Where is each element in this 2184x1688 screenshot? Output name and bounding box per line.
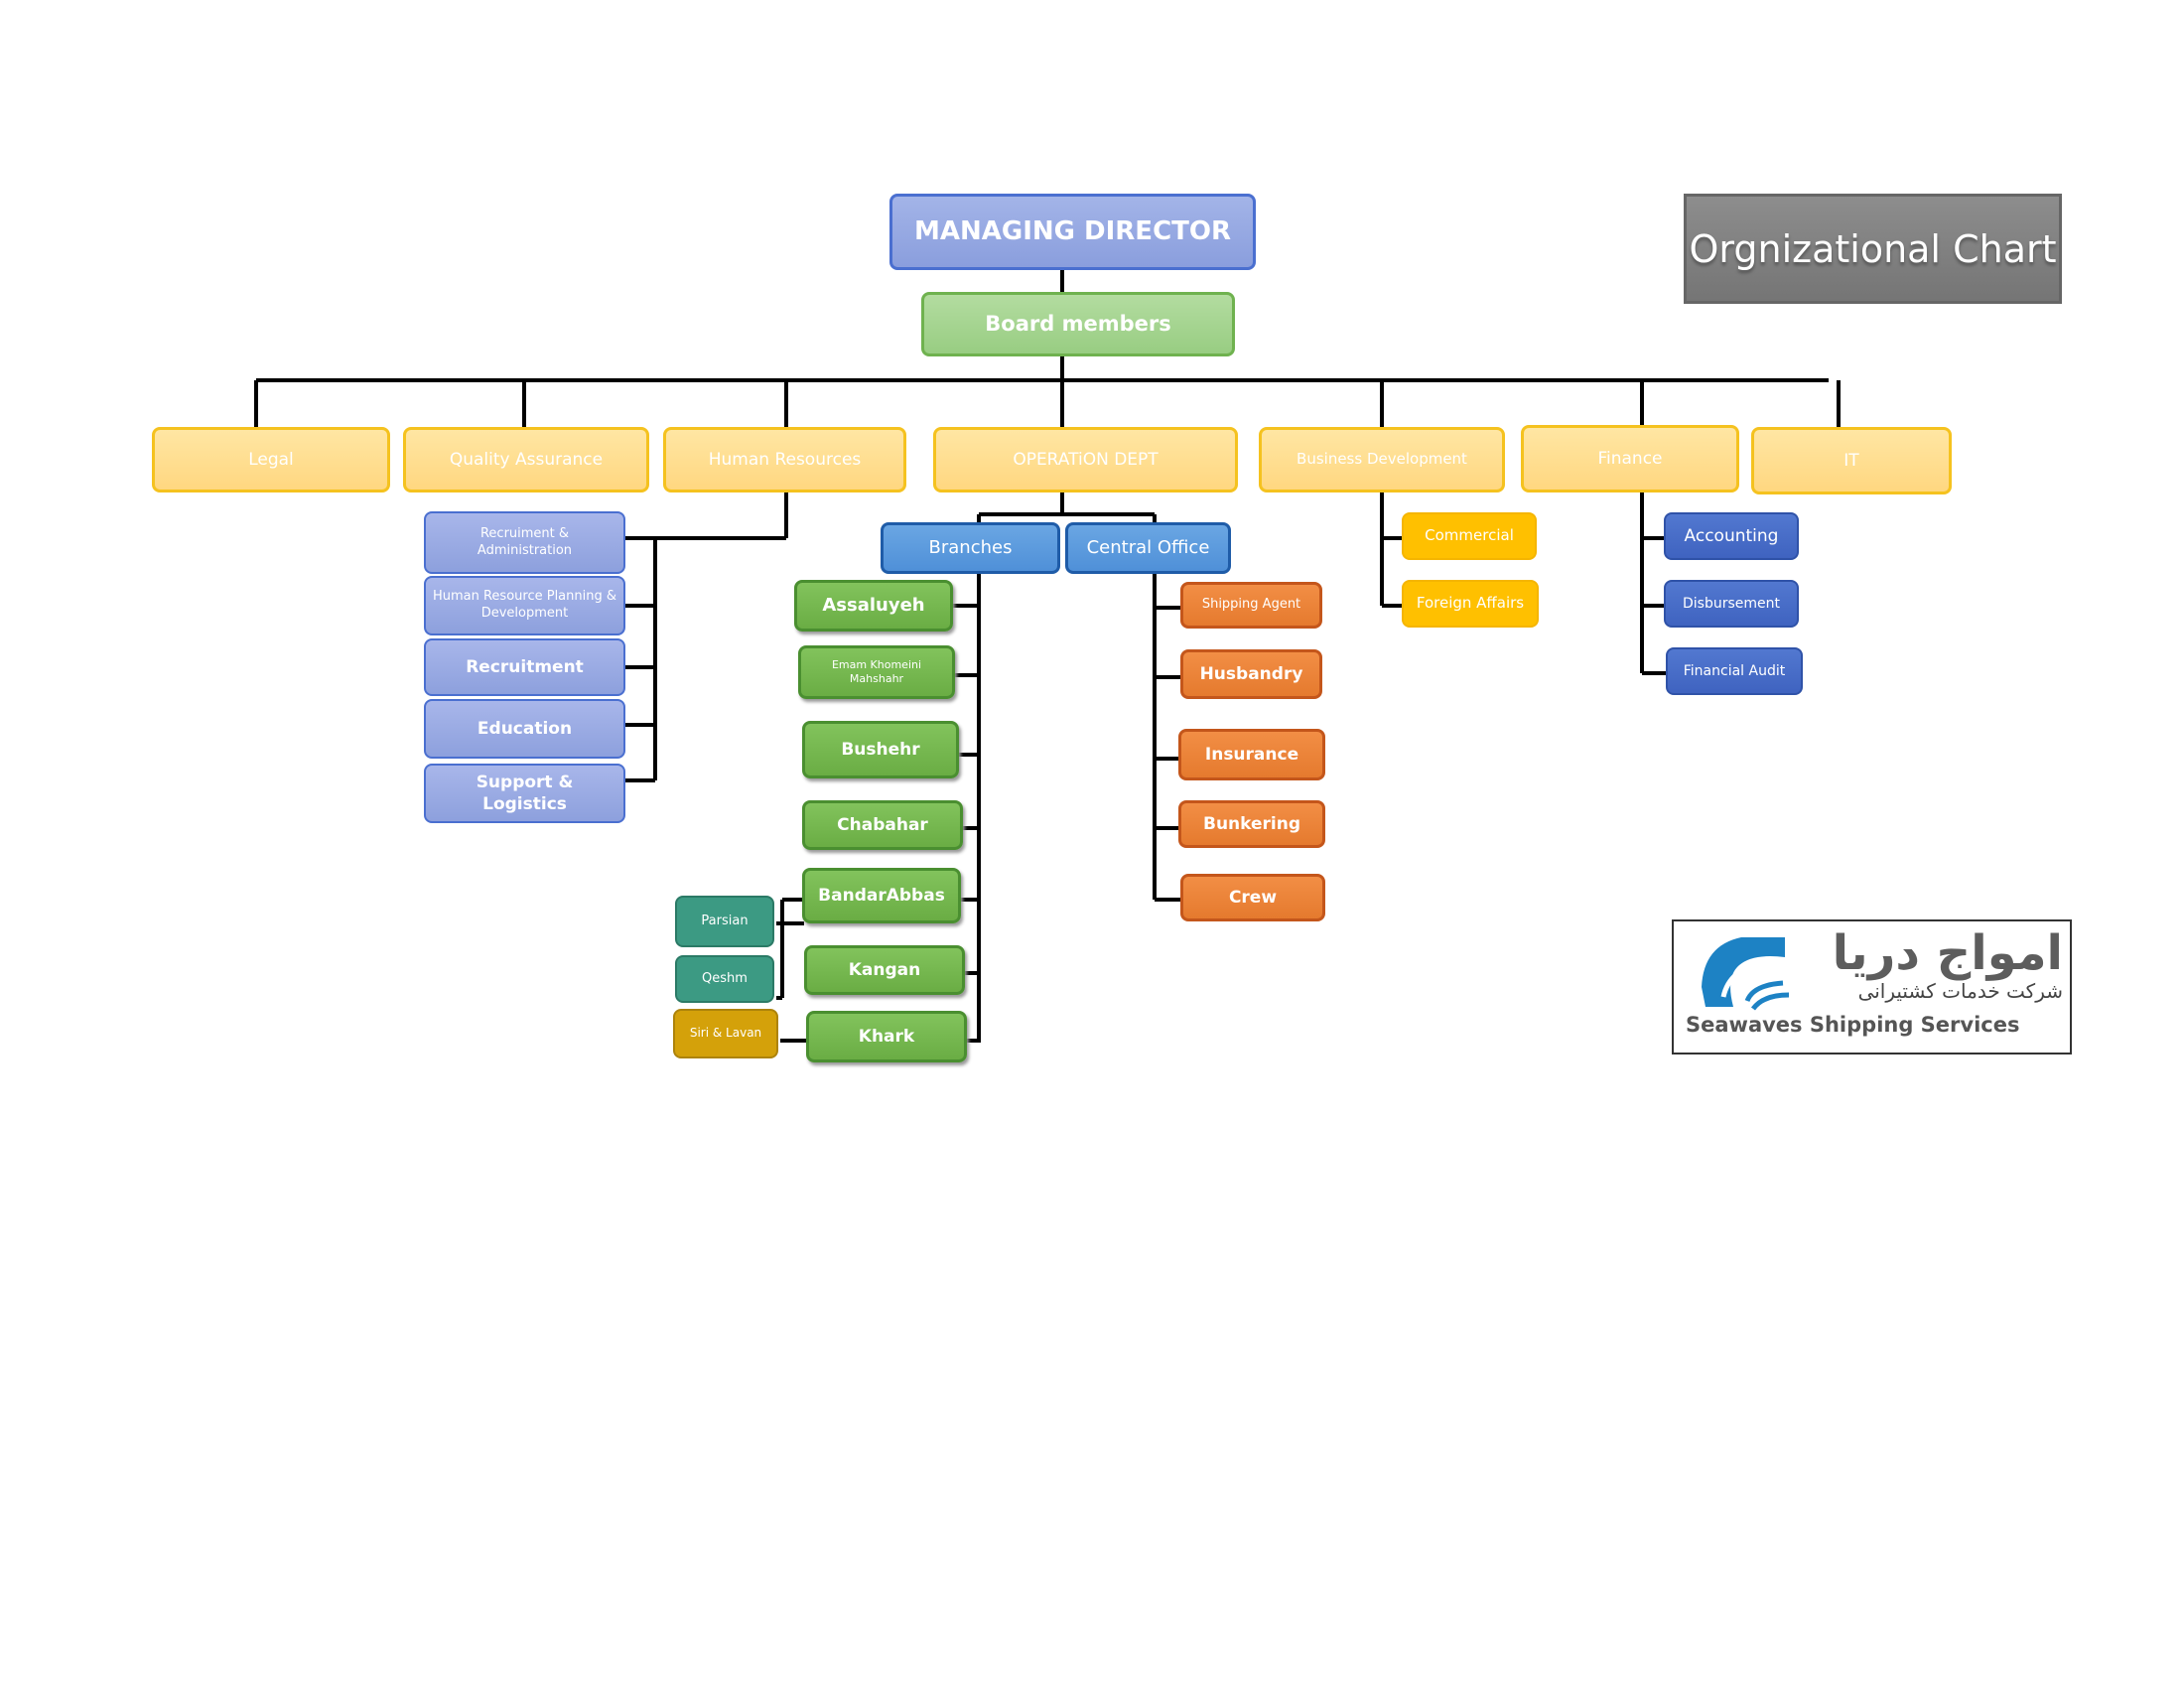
subbranch-qeshm-label: Qeshm bbox=[702, 970, 748, 986]
finance-accounting[interactable]: Accounting bbox=[1664, 512, 1799, 560]
bizdev-commercial[interactable]: Commercial bbox=[1402, 512, 1537, 560]
hr-planning-development[interactable]: Human Resource Planning & Development bbox=[424, 576, 625, 635]
branch-assaluyeh[interactable]: Assaluyeh bbox=[794, 580, 953, 632]
bizdev-foreign-label: Foreign Affairs bbox=[1416, 594, 1525, 613]
co-bunkering-label: Bunkering bbox=[1202, 813, 1301, 834]
branch-chabahar-label: Chabahar bbox=[837, 814, 928, 835]
subbranch-siri-label: Siri & Lavan bbox=[689, 1026, 762, 1041]
branch-bandarabbas-label: BandarAbbas bbox=[818, 885, 945, 906]
dept-business-development[interactable]: Business Development bbox=[1259, 427, 1505, 492]
wave-logo-icon bbox=[1702, 937, 1790, 1011]
co-crew[interactable]: Crew bbox=[1180, 874, 1325, 921]
hr-recruiment-administration[interactable]: Recruiment & Administration bbox=[424, 511, 625, 574]
branch-khark-label: Khark bbox=[858, 1026, 915, 1047]
dept-operation-label: OPERATiON DEPT bbox=[1013, 449, 1159, 470]
finance-audit-label: Financial Audit bbox=[1683, 662, 1786, 679]
hr-education[interactable]: Education bbox=[424, 699, 625, 759]
subbranch-qeshm[interactable]: Qeshm bbox=[675, 955, 774, 1003]
subbranch-parsian[interactable]: Parsian bbox=[675, 896, 774, 947]
managing-director-label: MANAGING DIRECTOR bbox=[913, 215, 1232, 246]
dept-human-resources[interactable]: Human Resources bbox=[663, 427, 906, 492]
managing-director-node[interactable]: MANAGING DIRECTOR bbox=[889, 194, 1256, 270]
op-branches[interactable]: Branches bbox=[881, 522, 1060, 574]
branch-emam-label: Emam Khomeini Mahshahr bbox=[831, 657, 922, 685]
subbranch-siri-lavan[interactable]: Siri & Lavan bbox=[673, 1009, 778, 1058]
chart-title: Orgnizational Chart bbox=[1684, 194, 2062, 304]
dept-operation[interactable]: OPERATiON DEPT bbox=[933, 427, 1238, 492]
hr-recruitment-label: Recruitment bbox=[466, 656, 584, 677]
finance-disbursement-label: Disbursement bbox=[1683, 595, 1780, 612]
subbranch-parsian-label: Parsian bbox=[701, 913, 749, 928]
dept-quality-assurance[interactable]: Quality Assurance bbox=[403, 427, 649, 492]
board-members-label: Board members bbox=[985, 311, 1171, 336]
hr-recruitment[interactable]: Recruitment bbox=[424, 638, 625, 696]
co-crew-label: Crew bbox=[1228, 887, 1278, 908]
company-logo: امواج دریا شرکت خدمات کشتیرانی Seawaves … bbox=[1672, 919, 2072, 1055]
co-shipping-agent-label: Shipping Agent bbox=[1201, 597, 1301, 613]
finance-disbursement[interactable]: Disbursement bbox=[1664, 580, 1799, 628]
board-members-node[interactable]: Board members bbox=[921, 292, 1235, 356]
co-husbandry[interactable]: Husbandry bbox=[1180, 649, 1322, 699]
co-insurance[interactable]: Insurance bbox=[1178, 729, 1325, 780]
op-branches-label: Branches bbox=[928, 537, 1013, 559]
co-husbandry-label: Husbandry bbox=[1199, 663, 1303, 684]
branch-bushehr[interactable]: Bushehr bbox=[802, 721, 959, 778]
branch-bushehr-label: Bushehr bbox=[841, 739, 920, 760]
dept-legal-label: Legal bbox=[248, 449, 294, 470]
op-central-office[interactable]: Central Office bbox=[1065, 522, 1231, 574]
logo-persian-name: امواج دریا bbox=[1832, 925, 2063, 981]
hr-education-label: Education bbox=[477, 718, 573, 739]
dept-quality-label: Quality Assurance bbox=[449, 449, 604, 470]
branch-khark[interactable]: Khark bbox=[806, 1011, 967, 1062]
dept-it[interactable]: IT bbox=[1751, 427, 1952, 494]
hr-planning-label: Human Resource Planning & Development bbox=[432, 589, 617, 621]
finance-accounting-label: Accounting bbox=[1684, 525, 1779, 546]
co-bunkering[interactable]: Bunkering bbox=[1178, 800, 1325, 848]
finance-financial-audit[interactable]: Financial Audit bbox=[1666, 647, 1803, 695]
dept-finance-label: Finance bbox=[1597, 448, 1663, 469]
co-insurance-label: Insurance bbox=[1204, 744, 1299, 765]
dept-bizdev-label: Business Development bbox=[1297, 450, 1467, 469]
branch-chabahar[interactable]: Chabahar bbox=[802, 800, 963, 850]
dept-it-label: IT bbox=[1843, 450, 1859, 471]
branch-emam-khomeini[interactable]: Emam Khomeini Mahshahr bbox=[798, 645, 955, 699]
branch-bandarabbas[interactable]: BandarAbbas bbox=[802, 868, 961, 923]
bizdev-commercial-label: Commercial bbox=[1425, 526, 1514, 545]
co-shipping-agent[interactable]: Shipping Agent bbox=[1180, 582, 1322, 629]
dept-hr-label: Human Resources bbox=[708, 449, 862, 470]
branch-kangan-label: Kangan bbox=[848, 959, 921, 980]
branch-kangan[interactable]: Kangan bbox=[804, 945, 965, 995]
branch-assaluyeh-label: Assaluyeh bbox=[822, 595, 925, 617]
logo-persian-subtitle: شرکت خدمات کشتیرانی bbox=[1857, 979, 2063, 1003]
op-central-office-label: Central Office bbox=[1086, 537, 1210, 559]
hr-support-logistics[interactable]: Support & Logistics bbox=[424, 764, 625, 823]
bizdev-foreign-affairs[interactable]: Foreign Affairs bbox=[1402, 580, 1539, 628]
dept-legal[interactable]: Legal bbox=[152, 427, 390, 492]
dept-finance[interactable]: Finance bbox=[1521, 425, 1739, 492]
logo-english-name: Seawaves Shipping Services bbox=[1686, 1013, 2020, 1037]
hr-recruiment-admin-label: Recruiment & Administration bbox=[477, 525, 573, 558]
hr-support-label: Support & Logistics bbox=[476, 772, 574, 814]
